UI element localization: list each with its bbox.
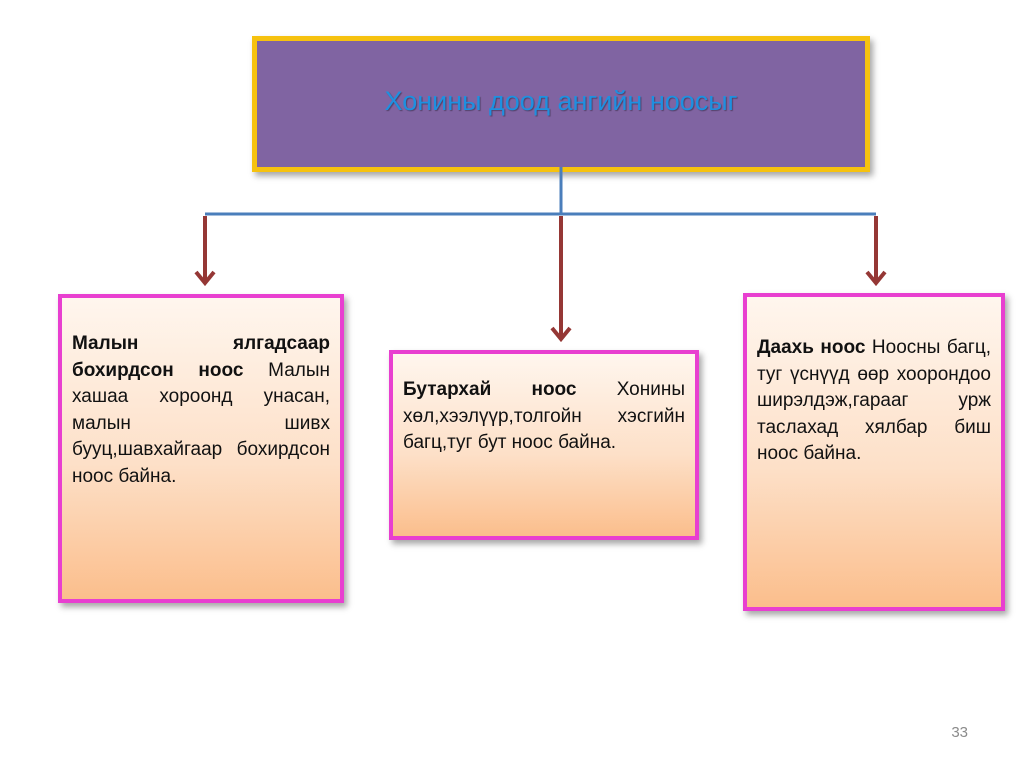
diagram-title: Хонины доод ангийн ноосыг (384, 85, 738, 116)
card-description: Ноосны багц, туг үснүүд өөр хоорондоо ши… (757, 337, 992, 464)
title-box: Хонины доод ангийн ноосыг (252, 36, 870, 172)
category-card-right: Даахь ноос Ноосны багц, туг үснүүд өөр х… (743, 293, 1005, 611)
arrow-left (194, 216, 216, 287)
page-number: 33 (951, 724, 968, 741)
card-heading: Малын ялгадсаар бохирдсон ноос (72, 333, 330, 381)
category-card-left: Малын ялгадсаар бохирдсон ноос Малын хаш… (58, 294, 344, 603)
card-heading: Даахь ноос (757, 337, 872, 358)
category-card-middle: Бутархай ноос Хонины хөл,хээлүүр,толгойн… (389, 350, 699, 540)
card-description: Хонины хөл,хээлүүр,толгойн хэсгийн багц,… (403, 379, 685, 453)
card-heading: Бутархай ноос (403, 379, 617, 400)
arrow-middle (550, 216, 572, 343)
card-description: Малын хашаа хороонд унасан, малын шивх б… (72, 359, 330, 487)
arrow-right (865, 216, 887, 287)
